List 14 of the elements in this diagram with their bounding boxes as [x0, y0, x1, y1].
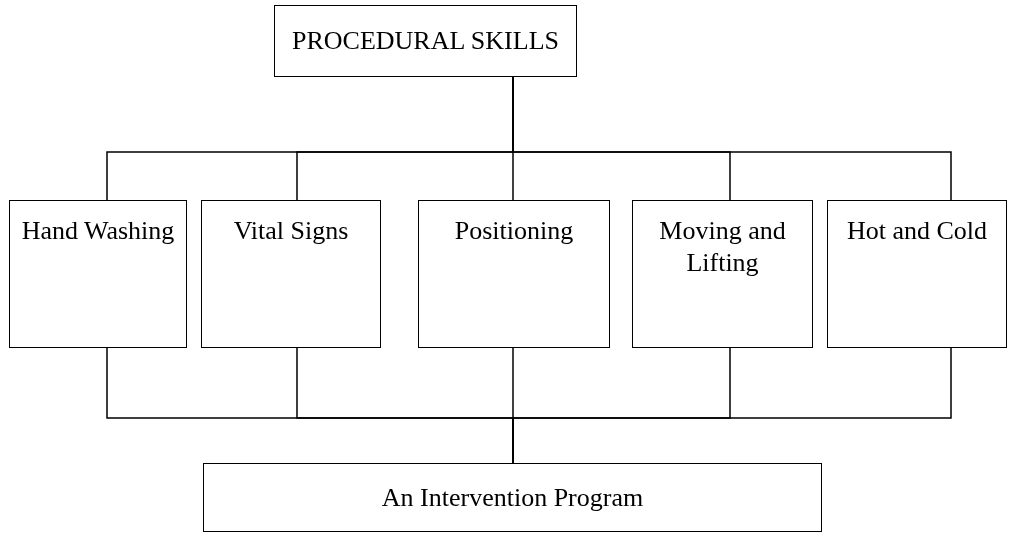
- process-box: [9, 200, 187, 348]
- process-box: [203, 463, 822, 532]
- process-box: [274, 5, 577, 77]
- process-box: [632, 200, 813, 348]
- box-label: Hot and Cold: [846, 215, 988, 247]
- box-label: Hand Washing: [21, 215, 175, 247]
- box-label: Vital Signs: [233, 215, 349, 247]
- box-label: Moving and Lifting: [658, 215, 787, 279]
- box-label: PROCEDURAL SKILLS: [292, 25, 559, 57]
- process-box: [201, 200, 381, 348]
- box-label: An Intervention Program: [381, 481, 644, 514]
- process-box: [418, 200, 610, 348]
- process-box: [827, 200, 1007, 348]
- box-label: Positioning: [454, 215, 574, 247]
